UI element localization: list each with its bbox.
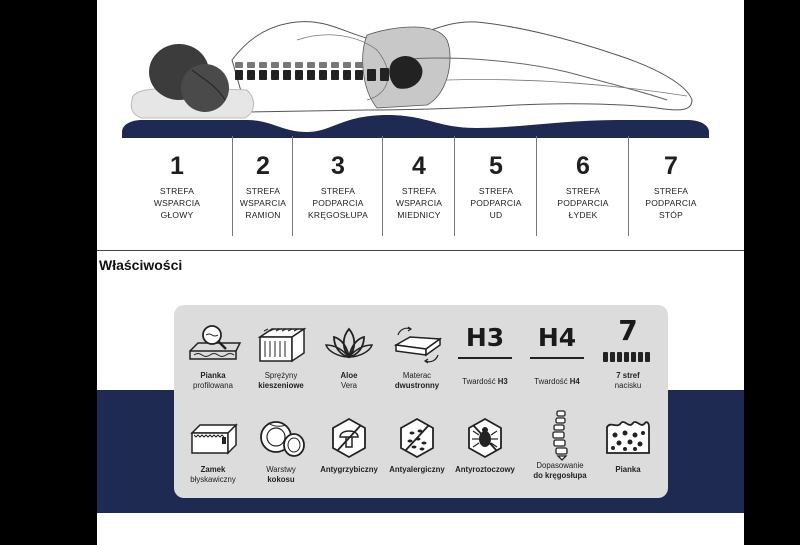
feature-caption: Antygrzybiczny [320,465,378,474]
feature-antimite: Antyroztoczowy [451,415,519,475]
feature-antifungal: Antygrzybiczny [315,415,383,475]
seven-zones-icon: 7 [599,315,657,367]
feature-antiallergic: Antyalergiczny [383,415,451,475]
zone-number: 3 [331,152,345,180]
zone-number: 6 [576,152,590,180]
h4-icon: H4 [528,321,586,367]
foam-layer-icon [189,325,242,360]
pocket-springs-icon [257,327,307,363]
antifungal-icon [332,417,366,459]
zone-number: 5 [489,152,503,180]
sleeping-person-illustration [122,21,709,138]
coconut-icon [260,421,305,457]
feature-foam: Pianka [594,415,662,475]
h3-icon: H3 [456,321,514,367]
mattress-flip-icon [393,326,443,364]
lotus-icon [324,327,374,359]
foam-icon [606,421,650,454]
section-divider [97,250,744,251]
feature-caption: Twardość H3 [462,377,508,386]
zone-number: 7 [664,152,678,180]
feature-caption: Twardość H4 [534,377,580,386]
feature-caption: Antyalergiczny [389,465,445,474]
zone-number: 2 [256,152,270,180]
zipper-icon [190,423,238,455]
zone-number: 4 [412,152,426,180]
feature-caption: Antyroztoczowy [455,465,515,474]
feature-h3: H3 Twardość H3 [451,321,519,387]
antiallergic-icon [400,417,434,459]
antimite-icon [468,417,502,459]
feature-caption: Pianka [615,465,641,474]
zone-number: 1 [170,152,184,180]
section-title: Właściwości [99,257,183,273]
spine-icon [552,410,568,461]
feature-h4: H4 Twardość H4 [523,321,591,387]
